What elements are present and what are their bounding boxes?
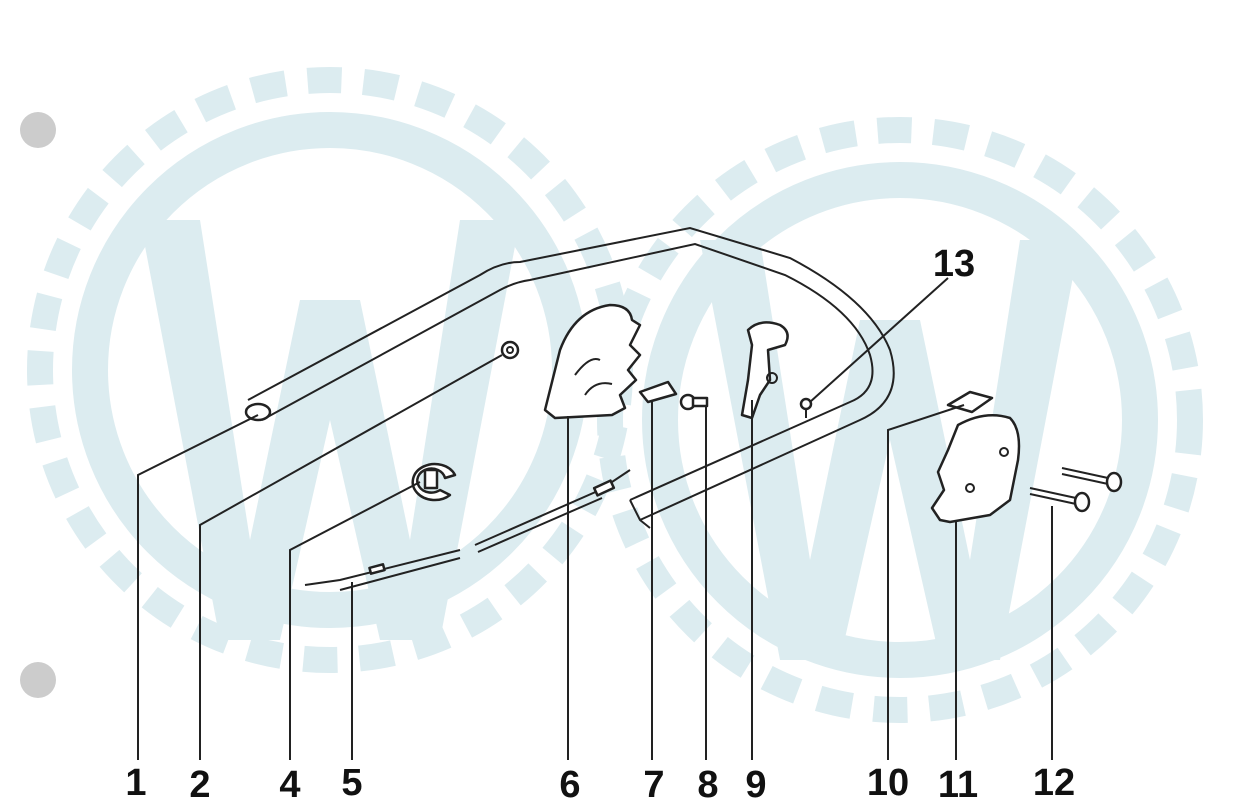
callout-4: 4 (279, 764, 300, 803)
handle-shell-left (543, 303, 642, 420)
label-plate (638, 380, 678, 404)
callout-11: 11 (938, 764, 978, 803)
bolts (1029, 467, 1123, 513)
callout-10: 10 (867, 762, 909, 803)
cable-clip (411, 462, 457, 502)
callout-5: 5 (341, 762, 362, 803)
callout-9: 9 (745, 764, 766, 803)
callout-8: 8 (697, 764, 718, 803)
callout-6: 6 (559, 764, 580, 803)
callout-2: 2 (189, 764, 210, 803)
callout-1: 1 (125, 762, 146, 803)
callout-12: 12 (1033, 762, 1075, 803)
callout-numbers: 1 2 4 5 6 7 8 9 10 11 12 13 (125, 243, 1075, 803)
callout-13: 13 (933, 243, 975, 285)
callout-7: 7 (643, 764, 664, 803)
handle-shell-right (930, 413, 1021, 524)
throttle-trigger (740, 321, 789, 420)
small-screw (799, 397, 813, 418)
leader-lines (137, 277, 1053, 760)
binder-holes (20, 112, 56, 698)
screw-stud (679, 393, 709, 411)
throttle-cable (304, 469, 631, 591)
watermark (27, 67, 1203, 723)
handlebar-tube (244, 226, 895, 529)
nut (500, 340, 520, 360)
